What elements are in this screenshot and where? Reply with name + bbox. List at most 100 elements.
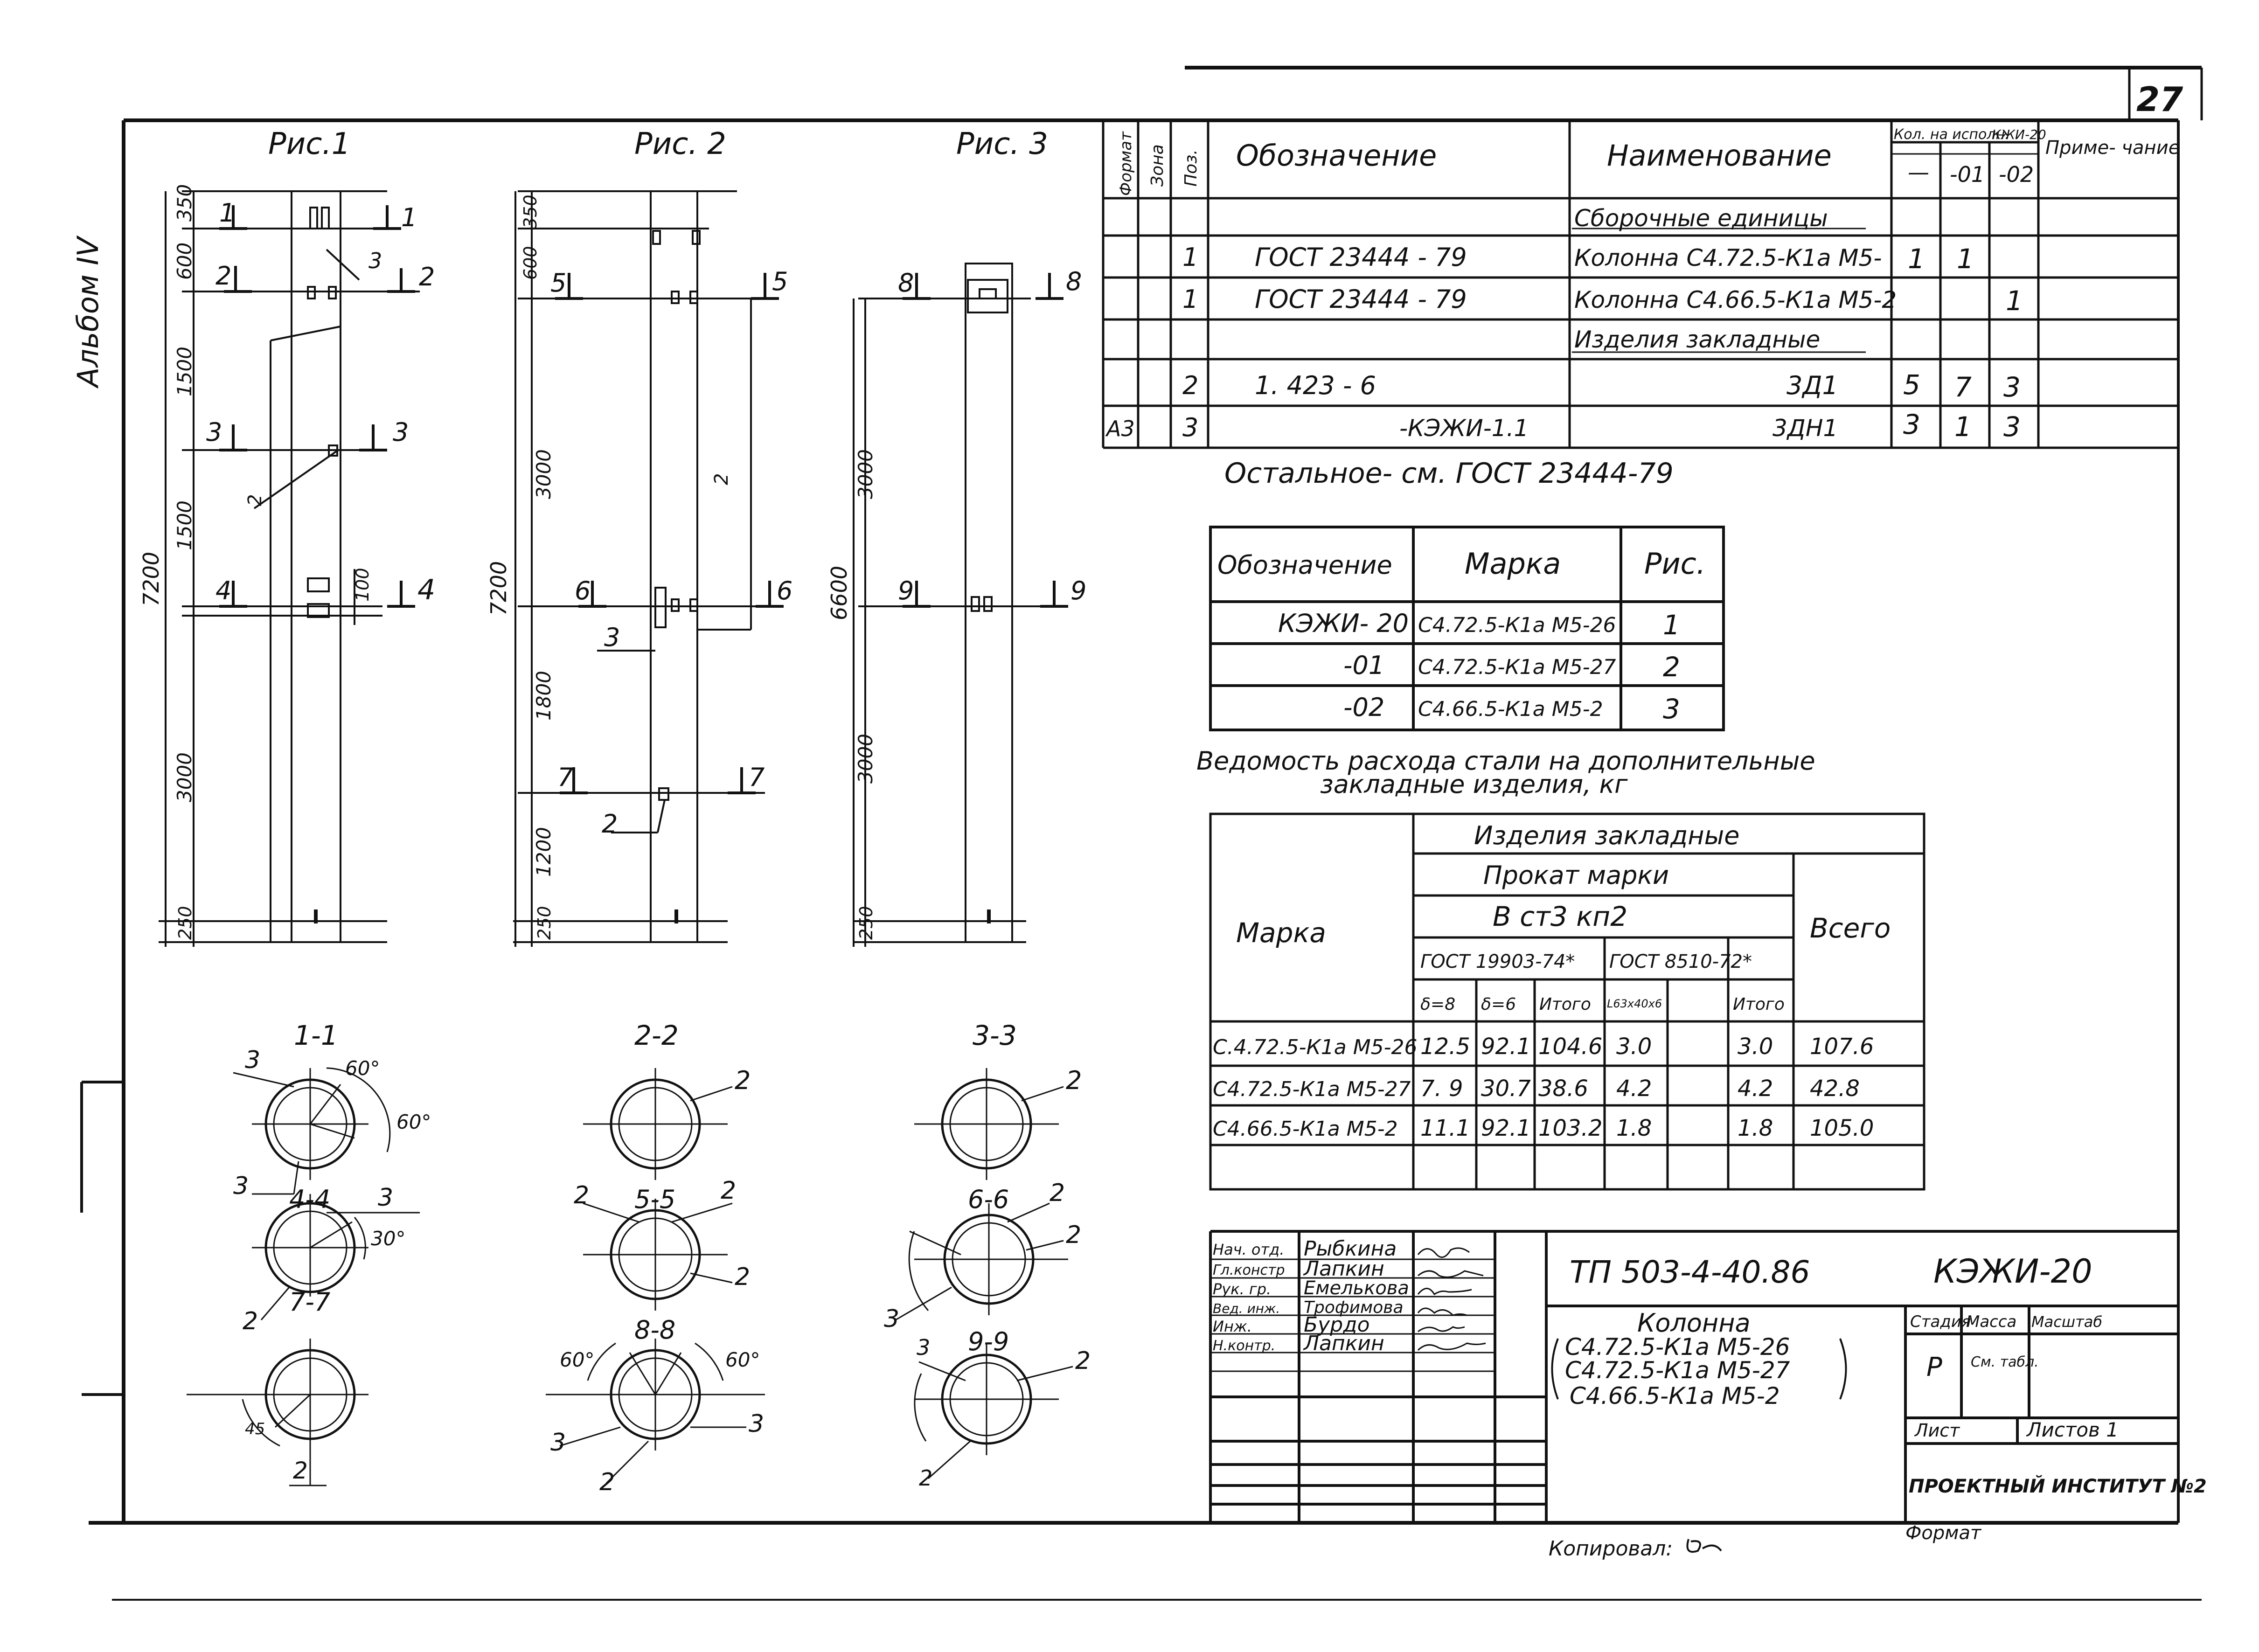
fig2-seg: 350 <box>520 194 541 229</box>
fig1-mark: 1 <box>219 198 235 228</box>
fig2-callout: 2 <box>711 473 732 485</box>
tb-object-line: С4.72.5-К1а М5-27 <box>1565 1357 1790 1384</box>
marks-cell: -02 <box>1343 693 1384 722</box>
fig2-mark: 5 <box>772 267 788 296</box>
section-title: 7-7 <box>289 1287 330 1317</box>
section-label: 2 <box>1050 1179 1065 1207</box>
album-label: Альбом IV <box>71 235 105 389</box>
fig3-length: 6600 <box>827 566 852 620</box>
spec-cell: 1 <box>1954 411 1972 443</box>
fig1-seg: 600 <box>173 243 196 280</box>
spec-header-col-02: -02 <box>1999 162 2034 187</box>
steel-cell: 11.1 <box>1420 1115 1470 1141</box>
tb-stage-header: Стадия <box>1910 1312 1971 1331</box>
tb-scale-header: Масштаб <box>2031 1313 2102 1331</box>
figure-1: Рис.1 <box>139 127 435 947</box>
fig1-mark: 4 <box>215 576 231 605</box>
section-title: 1-1 <box>294 1020 338 1051</box>
marks-header-fig: Рис. <box>1644 547 1705 581</box>
spec-cell: 5 <box>1903 369 1920 401</box>
spec-cell: 1 <box>1957 243 1974 275</box>
steel-cell: 107.6 <box>1810 1034 1874 1060</box>
spec-header-qty: Кол. на исполн. <box>1894 126 2009 143</box>
fig2-callout: 3 <box>604 623 620 652</box>
steel-cell: 4.2 <box>1616 1076 1652 1102</box>
fig1-callout: 3 <box>368 248 382 273</box>
tb-sheets-header: Листов 1 <box>2026 1418 2119 1441</box>
spec-cell: 3 <box>2003 371 2021 403</box>
steel-cell: 92.1 <box>1481 1115 1531 1141</box>
section-2-2: 2-2 2 <box>583 1020 751 1180</box>
spec-cell: 3ДН1 <box>1772 415 1838 442</box>
section-label: 2 <box>1075 1347 1091 1375</box>
spec-cell: -КЭЖИ-1.1 <box>1399 415 1529 442</box>
tb-mass-header: Масса <box>1966 1312 2016 1331</box>
steel-title-line2: закладные изделия, кг <box>1320 770 1628 799</box>
steel-cell: С4.72.5-К1а М5-27 <box>1213 1077 1411 1101</box>
steel-cell: 103.2 <box>1538 1115 1602 1141</box>
spec-cell: 3 <box>1903 409 1920 440</box>
section-label: 3 <box>378 1184 393 1212</box>
spec-cell: 3 <box>2003 411 2021 443</box>
tb-object-line: С4.72.5-К1а М5-26 <box>1565 1333 1790 1360</box>
tb-person: Лапкин <box>1303 1257 1384 1281</box>
tb-person: Лапкин <box>1303 1332 1384 1355</box>
section-label: 60° <box>396 1111 431 1133</box>
sheet-number: 27 <box>2136 80 2183 119</box>
tb-role: Инж. <box>1213 1318 1252 1335</box>
fig2-length: 7200 <box>486 561 511 616</box>
fig1-seg: 3000 <box>173 752 196 802</box>
signatures <box>1417 1247 1486 1351</box>
fig2-mark: 7 <box>557 763 573 792</box>
steel-cell: 3.0 <box>1738 1034 1773 1060</box>
marks-cell: 3 <box>1663 693 1680 725</box>
spec-cell: 1. 423 - 6 <box>1255 371 1376 400</box>
section-label: 3 <box>884 1305 899 1333</box>
section-label: 3 <box>245 1046 260 1074</box>
fig1-mark: 4 <box>417 574 435 606</box>
spec-header-col-dash: — <box>1908 160 1929 185</box>
section-label: 2 <box>574 1181 589 1209</box>
section-label: 60° <box>560 1348 594 1371</box>
tb-person: Трофимова <box>1304 1298 1404 1317</box>
format-label: Формат <box>1905 1522 1982 1544</box>
figure-3: Рис. 3 8 8 9 9 6600 3000 <box>827 127 1086 947</box>
fig3-seg: 3000 <box>854 734 877 784</box>
steel-sub: Итого <box>1539 995 1591 1014</box>
steel-cell: 1.8 <box>1738 1115 1773 1141</box>
tb-stage: Р <box>1926 1352 1942 1382</box>
fig1-mark: 3 <box>206 417 222 447</box>
fig1-seg: 350 <box>173 184 196 222</box>
tb-object-line: С4.66.5-К1а М5-2 <box>1570 1382 1780 1409</box>
section-label: 2 <box>735 1263 750 1291</box>
tb-role: Вед. инж. <box>1213 1301 1280 1316</box>
steel-h-gost1: ГОСТ 19903-74* <box>1420 951 1575 972</box>
marks-cell: С4.72.5-К1а М5-26 <box>1418 613 1616 637</box>
spec-cell: ГОСТ 23444 - 79 <box>1255 243 1467 272</box>
steel-cell: 1.8 <box>1616 1115 1652 1141</box>
spec-cell: 1 <box>2006 285 2023 317</box>
steel-cell: 4.2 <box>1738 1076 1773 1102</box>
section-title: 3-3 <box>973 1020 1017 1051</box>
marks-cell: С4.72.5-К1а М5-27 <box>1418 655 1616 679</box>
section-7-7: 7-7 45 2 <box>187 1287 368 1486</box>
marks-cell: -01 <box>1343 651 1384 680</box>
spec-cell: 1 <box>1182 243 1198 272</box>
spec-cell: Колонна С4.66.5-К1а М5-2 <box>1574 286 1897 313</box>
spec-cell: А3 <box>1105 416 1135 441</box>
steel-sub: δ=8 <box>1420 995 1455 1014</box>
fig2-seg: 1200 <box>532 827 555 877</box>
spec-header-note: Приме- чание <box>2045 137 2180 159</box>
section-label: 3 <box>917 1335 930 1360</box>
steel-sub: δ=6 <box>1481 995 1516 1014</box>
fig2-seg: 3000 <box>532 449 555 499</box>
steel-cell: С.4.72.5-К1а М5-26 <box>1213 1035 1418 1059</box>
spec-header-format: Формат <box>1117 131 1135 196</box>
steel-h-rolled: Прокат марки <box>1483 861 1669 890</box>
fig2-mark: 5 <box>550 268 566 298</box>
section-1-1: 1-1 3 60° 60° 3 <box>233 1020 431 1200</box>
section-label: 3 <box>233 1172 249 1200</box>
spec-header-designation: Обозначение <box>1236 139 1437 173</box>
steel-cell: 12.5 <box>1420 1034 1470 1060</box>
fig2-mark: 7 <box>749 763 765 792</box>
